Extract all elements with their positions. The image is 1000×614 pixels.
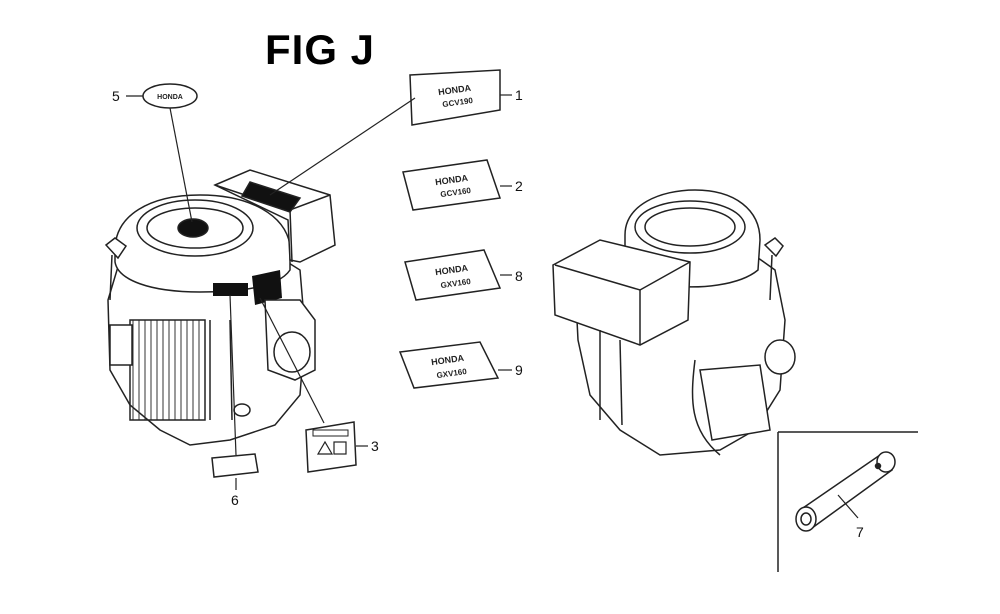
spark-plug-wrench — [795, 451, 896, 532]
part-6-label — [211, 294, 259, 490]
part-7-tool-group — [777, 431, 918, 572]
manual-icon — [333, 441, 347, 455]
part-9-decal: HONDA GXV160 — [398, 341, 512, 389]
decal-8-line-1: HONDA — [435, 263, 470, 278]
callout-6: 6 — [231, 492, 239, 508]
decal-8-line-2: GXV160 — [440, 277, 472, 290]
part-8-decal: HONDA GXV160 — [404, 249, 512, 301]
engine-left — [104, 169, 336, 446]
callout-7: 7 — [856, 524, 864, 540]
emblem-text: HONDA — [157, 94, 183, 101]
part-3-warning-label — [259, 297, 368, 473]
callout-1: 1 — [515, 87, 523, 103]
decal-9-line-1: HONDA — [431, 353, 466, 368]
figure-title: FIG J — [265, 26, 376, 73]
callout-9: 9 — [515, 362, 523, 378]
callout-5: 5 — [112, 88, 120, 104]
part-1-decal: HONDA GCV190 — [269, 69, 512, 196]
callout-2: 2 — [515, 178, 523, 194]
decal-9-line-2: GXV160 — [436, 367, 468, 380]
decal-2-line-2: GCV160 — [440, 186, 472, 199]
decal-1-line-2: GCV190 — [442, 96, 474, 109]
decal-1-line-1: HONDA — [438, 83, 473, 98]
callout-8: 8 — [515, 268, 523, 284]
engine-right — [552, 189, 796, 456]
warning-triangle-icon — [316, 440, 334, 455]
callout-3: 3 — [371, 438, 379, 454]
decal-2-line-1: HONDA — [435, 173, 470, 188]
part-2-decal: HONDA GCV160 — [402, 159, 512, 211]
part-5-emblem: HONDA — [126, 83, 198, 223]
